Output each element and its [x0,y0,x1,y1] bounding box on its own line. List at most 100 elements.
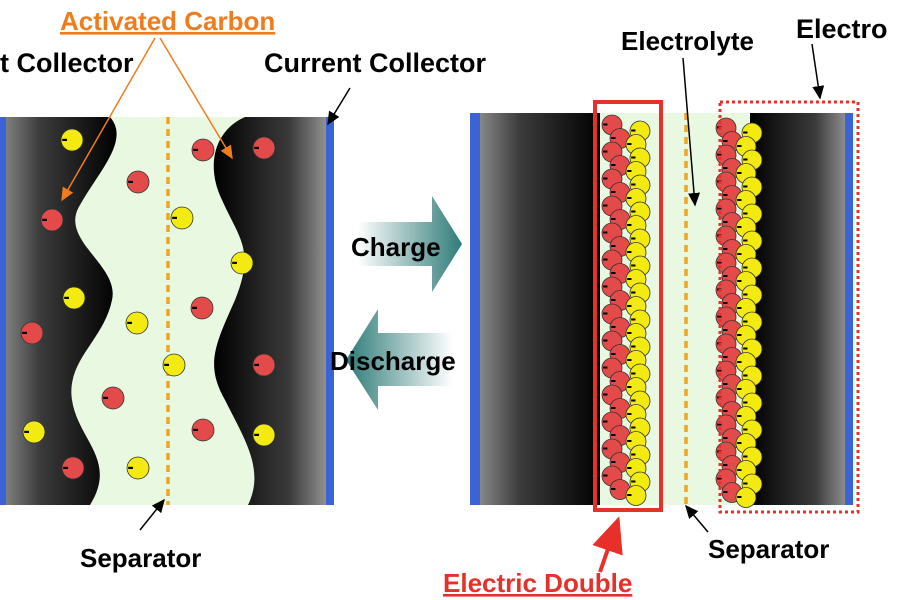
positive-ion: - [62,286,86,310]
ion-sign: - [627,269,633,288]
negative-ion: - [61,456,85,480]
right-carbon-electrode [213,117,330,505]
ion-sign: - [627,161,633,180]
ion-sign: - [717,333,723,352]
ion-sign: - [611,479,617,498]
ion-sign: - [743,473,749,492]
ion-sign: - [743,257,749,276]
positive-ion: - [625,485,647,506]
negative-ion: - [191,418,215,442]
left-current-collector-left [0,117,6,505]
electric-double-label: Electric Double [443,568,632,598]
ion-sign: - [627,296,633,315]
separator-left-label: Separator [80,543,201,573]
ion-sign: - [611,128,617,147]
current-collector-pointer [327,87,351,126]
ion-sign: - [631,471,637,490]
ion-sign: - [723,293,729,312]
ion-sign: - [103,386,109,407]
ion-sign: - [603,114,609,133]
ion-sign: - [62,128,68,149]
ion-sign: - [737,271,743,290]
ion-sign: - [743,176,749,195]
ion-sign: - [737,298,743,317]
positive-ion: - [170,206,194,230]
ion-sign: - [737,460,743,479]
ion-sign: - [22,321,28,342]
ion-sign: - [723,482,729,501]
ion-sign: - [717,171,723,190]
ion-sign: - [743,365,749,384]
ion-sign: - [723,455,729,474]
ion-sign: - [603,384,609,403]
negative-ion: - [126,170,150,194]
right-cell-left-electrode [478,113,600,505]
ion-sign: - [737,433,743,452]
negative-ion: - [252,136,276,160]
ion-sign: - [24,420,30,441]
ion-sign: - [627,242,633,261]
ion-sign: - [737,325,743,344]
ion-sign: - [631,336,637,355]
right-cell-collector-left [470,113,480,505]
right-cell-right-electrode [750,113,850,505]
ion-sign: - [128,456,134,477]
ion-sign: - [64,286,70,307]
negative-ion: - [190,296,214,320]
right-cell: ----------------------------------------… [470,100,860,514]
ion-sign: - [611,398,617,417]
activated-carbon-pointer-2 [159,37,233,160]
separator-right-label: Separator [708,534,829,564]
left-carbon-electrode [0,117,117,505]
ion-sign: - [627,458,633,477]
right-cell-collector-right [845,113,853,505]
ion-sign: - [603,195,609,214]
ion-sign: - [172,206,178,227]
ion-sign: - [611,290,617,309]
ion-sign: - [631,120,637,139]
ion-sign: - [737,163,743,182]
ion-sign: - [63,456,69,477]
ion-sign: - [192,296,198,317]
ion-sign: - [631,444,637,463]
negative-ion: - [252,353,276,377]
left-current-collector-right [326,117,334,505]
ion-sign: - [611,317,617,336]
ion-sign: - [717,225,723,244]
negative-ion: - [40,208,64,232]
ion-sign: - [737,379,743,398]
ion-sign: - [631,228,637,247]
ion-sign: - [723,347,729,366]
ion-sign: - [627,323,633,342]
separator-left-pointer [139,498,165,531]
ion-sign: - [127,311,133,332]
ion-sign: - [717,387,723,406]
discharge-label: Discharge [330,346,456,376]
ion-sign: - [627,350,633,369]
ion-sign: - [603,330,609,349]
ion-sign: - [603,276,609,295]
ion-sign: - [254,136,260,157]
ion-sign: - [743,392,749,411]
ion-sign: - [737,487,743,506]
ion-sign: - [603,357,609,376]
ion-sign: - [627,188,633,207]
charge-arrow [358,196,462,292]
ion-sign: - [631,282,637,301]
ion-sign: - [611,344,617,363]
ion-sign: - [631,309,637,328]
positive-ion: - [735,487,757,508]
positive-ion: - [126,456,150,480]
ion-sign: - [603,141,609,160]
ion-sign: - [723,185,729,204]
ion-sign: - [603,465,609,484]
ion-sign: - [723,374,729,393]
ion-sign: - [611,155,617,174]
ion-sign: - [723,131,729,150]
separator-right-pointer [685,504,709,533]
ion-sign: - [743,419,749,438]
ion-sign: - [631,147,637,166]
electrolyte-label: Electrolyte [621,26,754,56]
right-current-collector-label: Current Collector [264,48,487,78]
